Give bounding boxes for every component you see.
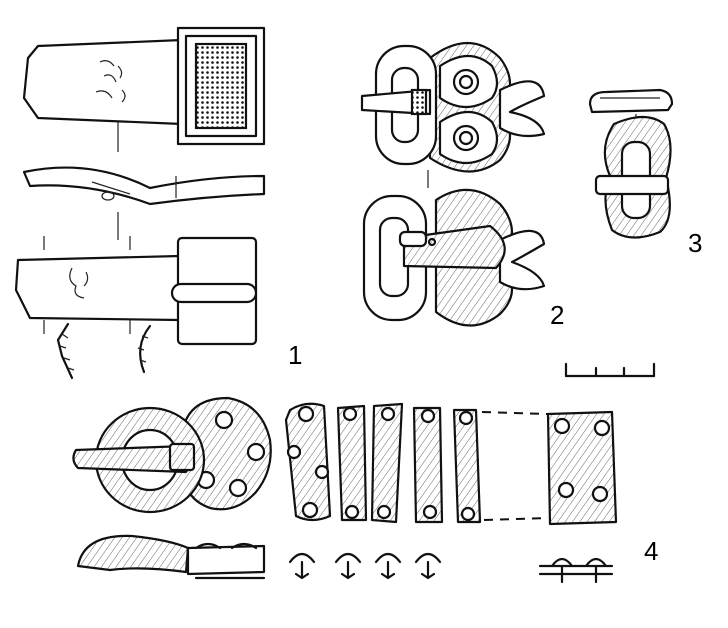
item-4-belt-set: 4 xyxy=(72,396,658,584)
plaque-5 xyxy=(452,408,482,524)
plaque-1 xyxy=(284,402,332,522)
item-4-strap-end xyxy=(546,410,618,526)
item-1-belt-fitting: 1 xyxy=(14,26,302,380)
plaque-4 xyxy=(412,406,444,524)
item-2-back-view xyxy=(362,188,546,327)
label-item-2: 2 xyxy=(550,300,564,330)
plaque-2 xyxy=(336,404,368,522)
label-item-3: 3 xyxy=(688,228,702,258)
label-item-1: 1 xyxy=(288,340,302,370)
item-1-top-view xyxy=(22,26,266,152)
scale-bar xyxy=(564,362,656,378)
label-item-4: 4 xyxy=(644,536,658,566)
item-4-connection-lines xyxy=(481,411,549,521)
item-2-buckle: 2 xyxy=(360,41,564,330)
item-1-side-view xyxy=(22,166,266,240)
item-4-buckle-profile xyxy=(76,534,266,580)
item-1-bottom-view xyxy=(14,236,258,380)
plaque-3 xyxy=(370,402,404,524)
item-4-plaques xyxy=(284,402,482,524)
item-4-buckle xyxy=(72,396,272,514)
item-3-small-buckle: 3 xyxy=(588,88,702,258)
item-2-front-view xyxy=(360,41,546,188)
item-4-rivet-profiles xyxy=(288,552,614,584)
